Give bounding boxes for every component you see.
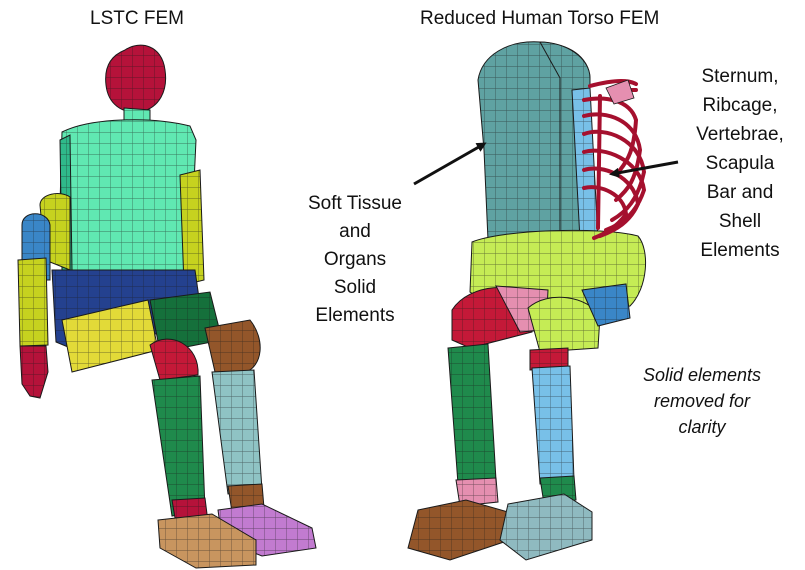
lstc-right-arm xyxy=(180,170,204,285)
soft-tissue-line: Soft Tissue xyxy=(300,190,410,218)
soft-tissue-label: Soft Tissue and Organs Solid Elements xyxy=(300,190,410,330)
soft-tissue-line: Elements xyxy=(300,302,410,330)
clarity-note-line: clarity xyxy=(612,414,792,440)
rt-shin-left xyxy=(448,344,496,484)
skeleton-line: Elements xyxy=(682,236,798,265)
clarity-note-line: Solid elements xyxy=(612,362,792,388)
skeleton-label: Sternum, Ribcage, Vertebrae, Scapula Bar… xyxy=(682,62,798,265)
soft-tissue-line: Organs xyxy=(300,246,410,274)
skeleton-line: Sternum, xyxy=(682,62,798,91)
lstc-shin-right xyxy=(212,370,262,494)
skeleton-line: Ribcage, xyxy=(682,91,798,120)
lstc-torso xyxy=(60,120,196,270)
lstc-shin-left xyxy=(152,376,205,516)
reduced-torso-model xyxy=(408,42,646,560)
lstc-head xyxy=(106,45,166,112)
soft-tissue-line: and xyxy=(300,218,410,246)
rt-foot-left xyxy=(408,500,510,560)
lstc-forearm xyxy=(18,258,48,346)
skeleton-line: Scapula xyxy=(682,149,798,178)
lstc-fem-model xyxy=(18,45,316,568)
rt-foot-right xyxy=(500,494,592,560)
skeleton-line: Vertebrae, xyxy=(682,120,798,149)
clarity-note: Solid elements removed for clarity xyxy=(612,362,792,440)
skeleton-line: Shell xyxy=(682,207,798,236)
rt-shin-right xyxy=(532,366,574,484)
skeleton-line: Bar and xyxy=(682,178,798,207)
clarity-note-line: removed for xyxy=(612,388,792,414)
soft-tissue-line: Solid xyxy=(300,274,410,302)
lstc-hand xyxy=(20,346,48,398)
arrow-soft-tissue xyxy=(414,144,484,184)
lstc-knee-right xyxy=(205,320,260,372)
